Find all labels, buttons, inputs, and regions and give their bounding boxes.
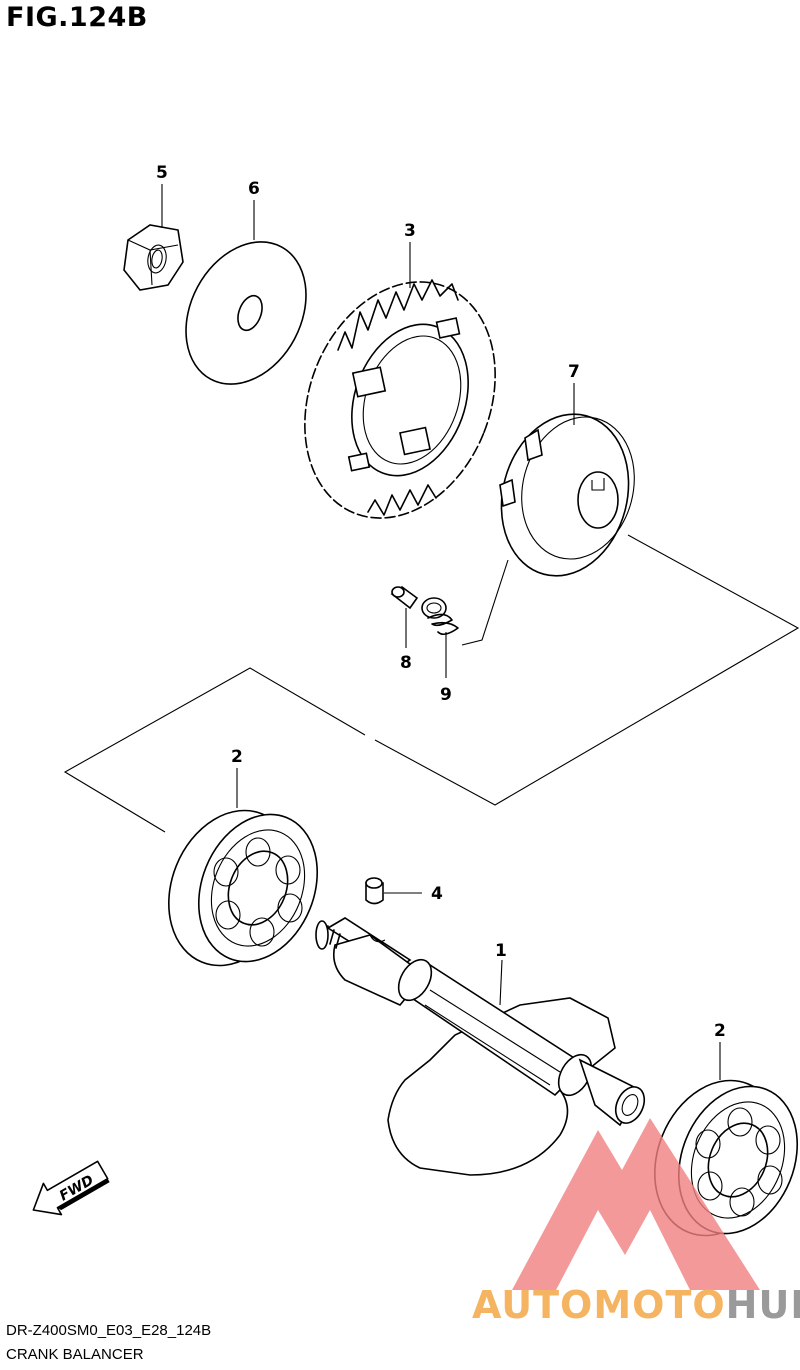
part-nut: [123, 224, 184, 291]
callout-6: 6: [248, 179, 260, 199]
callout-labels: 1 2 2 3 4 5 6 7 8 9: [156, 163, 726, 1041]
callout-8: 8: [400, 653, 412, 673]
callout-3: 3: [404, 221, 416, 241]
callout-5: 5: [156, 163, 168, 183]
part-balancer-shaft: [315, 917, 646, 1176]
diagram-name: CRANK BALANCER: [6, 1346, 144, 1363]
part-pin: [390, 586, 419, 610]
callout-7: 7: [568, 362, 580, 382]
automotohub-watermark: [512, 1118, 760, 1290]
diagram-code: DR-Z400SM0_E03_E28_124B: [6, 1322, 212, 1339]
watermark-text-auto: AUTOMOTO: [472, 1283, 726, 1327]
watermark-text: AUTOMOTOHUB: [472, 1283, 800, 1327]
part-bearing-right: [654, 1079, 799, 1237]
callout-9: 9: [440, 685, 452, 705]
watermark-triangle-icon: [512, 1118, 760, 1290]
callout-2-right: 2: [714, 1021, 726, 1041]
part-bearing-left: [168, 809, 319, 967]
part-spring: [421, 597, 459, 636]
watermark-text-hub: HUB: [726, 1283, 800, 1327]
assembly-outline: [63, 534, 800, 833]
part-balancer-gear: [304, 279, 496, 519]
fwd-arrow-icon: FWD: [32, 1160, 110, 1216]
callout-2-left: 2: [231, 747, 243, 767]
part-washer: [185, 241, 307, 385]
callout-1: 1: [495, 941, 507, 961]
part-key: [365, 877, 384, 905]
figure-title: FIG.124B: [6, 2, 148, 33]
leader-lines: [161, 184, 721, 1080]
part-balancer-hub: [499, 413, 635, 577]
callout-4: 4: [431, 884, 443, 904]
